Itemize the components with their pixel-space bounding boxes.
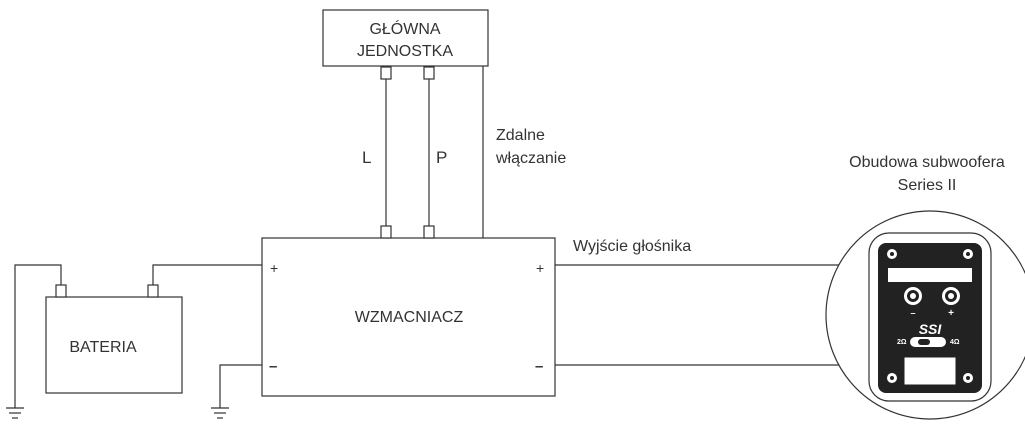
remote-on-label-line1: Zdalne [496,127,545,144]
subwoofer-title-line1: Obudowa subwoofera [849,154,1005,171]
binding-post-positive [942,287,960,305]
head-unit-terminal-left [380,66,392,80]
right-channel-label: P [436,148,447,167]
amplifier-label: WZMACNIACZ [355,309,464,326]
speaker-output-label: Wyjście głośnika [573,238,691,255]
binding-post-plus-label: + [948,308,954,319]
amp-output-minus: – [535,358,543,375]
head-unit-label-line2: JEDNOSTKA [357,43,453,60]
amplifier-box [261,237,556,397]
amp-input-minus: – [269,358,277,375]
wire-amp-ground [219,364,262,408]
battery-terminal-positive [147,284,159,298]
terminal-plate-recess [888,268,972,282]
impedance-switch-knob [918,339,930,345]
left-channel-label: L [362,148,371,167]
head-unit-box [322,9,489,67]
subwoofer-enclosure: – + SSI 2Ω 4Ω [825,210,1025,420]
corner-screws [887,249,973,383]
subwoofer-title-line2: Series II [898,177,957,194]
battery-label: BATERIA [69,339,137,356]
battery-box [45,296,183,394]
remote-on-label-line2: włączanie [495,150,566,167]
battery-terminal-negative [55,284,67,298]
head-unit-label-line1: GŁÓWNA [369,19,440,38]
ground-symbol-amplifier [211,407,229,419]
amp-input-plus: + [270,260,278,276]
impedance-label-left: 2Ω [897,339,907,346]
amplifier-terminal-left [380,225,392,239]
head-unit-terminal-right [423,66,435,80]
amplifier-terminal-right [423,225,435,239]
head-unit: GŁÓWNA JEDNOSTKA [322,9,489,80]
wire-battery-negative [14,264,62,408]
terminal-plate-window [904,357,956,385]
binding-post-negative [904,287,922,305]
ground-symbol-battery [6,407,24,419]
ssi-logo: SSI [919,321,943,337]
wire-battery-positive [152,264,262,285]
amp-output-plus: + [536,260,544,276]
binding-post-minus-label: – [910,308,915,318]
battery: BATERIA [45,284,183,394]
impedance-label-right: 4Ω [950,339,960,346]
amplifier: WZMACNIACZ + – + – [261,225,556,397]
